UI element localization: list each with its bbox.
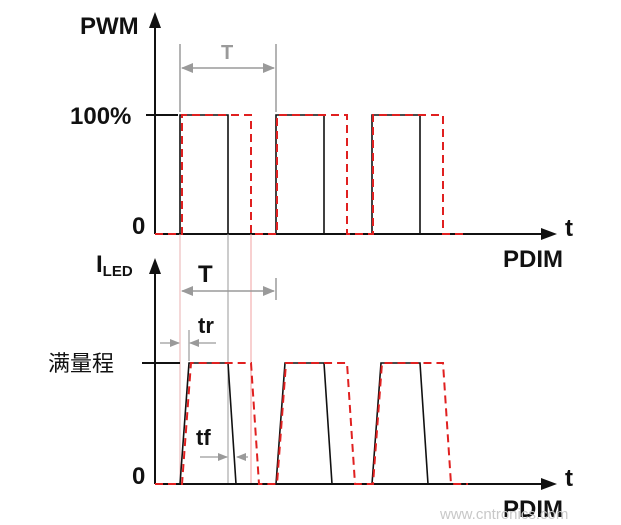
pwm-period-arrowhead-right — [263, 63, 275, 73]
pwm-level-label: 100% — [70, 103, 131, 130]
iled-x-axis-arrow — [541, 478, 557, 490]
iled-x-sub-label: PDIM — [503, 496, 563, 523]
iled-y-label: ILED — [96, 251, 133, 280]
pwm-period-label: T — [221, 42, 233, 64]
iled-level-label: 满量程 — [48, 352, 114, 377]
rise-time-arrowhead-right — [189, 339, 199, 347]
pwm-panel: PWM 100% 0 t PDIM T — [70, 12, 573, 273]
fall-time-arrowhead-left — [218, 453, 228, 461]
fall-time-arrowhead-right — [236, 453, 246, 461]
iled-actual-waveform — [155, 362, 468, 485]
rise-time-label: tr — [198, 313, 214, 338]
watermark: www.cntronics.com — [439, 506, 568, 523]
iled-x-label: t — [565, 465, 573, 492]
pwm-y-label: PWM — [80, 13, 139, 40]
iled-panel: ILED 满量程 0 t PDIM T tr tf — [48, 251, 573, 523]
pwm-zero-label: 0 — [132, 213, 145, 240]
iled-y-axis-arrow — [149, 258, 161, 274]
iled-period-label: T — [198, 261, 213, 288]
iled-period-arrowhead-right — [263, 286, 275, 296]
pwm-ideal-waveform — [155, 114, 468, 235]
iled-period-arrowhead-left — [181, 286, 193, 296]
rise-time-arrowhead-left — [170, 339, 180, 347]
pwm-x-sub-label: PDIM — [503, 246, 563, 273]
pwm-actual-waveform — [155, 114, 468, 235]
pwm-period-arrowhead-left — [181, 63, 193, 73]
pwm-x-label: t — [565, 215, 573, 242]
iled-zero-label: 0 — [132, 463, 145, 490]
fall-time-label: tf — [196, 425, 211, 450]
pwm-y-axis-arrow — [149, 12, 161, 28]
iled-ideal-waveform — [155, 362, 468, 485]
pwm-x-axis-arrow — [541, 228, 557, 240]
